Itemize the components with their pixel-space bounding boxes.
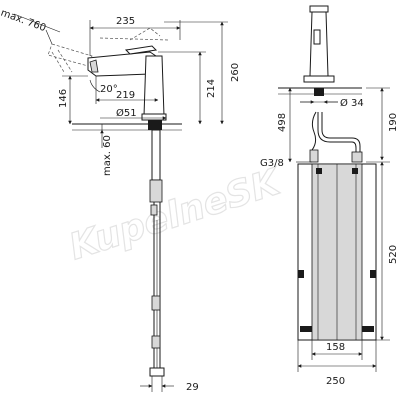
faucet-body (143, 55, 165, 117)
pulled-out-spout (47, 43, 93, 67)
faucet-side-view (47, 27, 182, 377)
watermark-text: KupelneSK (64, 161, 287, 268)
faucet-lever (124, 45, 158, 55)
dim-height-498: 498 (277, 113, 288, 132)
dim-right-base-diameter: Ø 34 (340, 97, 364, 109)
right-dimensions (284, 87, 390, 372)
dim-base-diameter: Ø51 (116, 107, 137, 119)
dim-height-total: 260 (230, 63, 241, 82)
left-dimensions (13, 13, 228, 392)
dim-max-reach: max. 760 (0, 8, 47, 34)
dim-height-190: 190 (388, 113, 399, 132)
dim-height-520: 520 (388, 245, 399, 264)
faucet-front-view (278, 5, 377, 341)
dim-height-low: 146 (58, 89, 69, 108)
dim-max-thickness: max. 60 (102, 135, 113, 176)
dim-width-158: 158 (326, 342, 345, 353)
dim-thread: G3/8 (260, 158, 284, 169)
dim-hose-width: 29 (186, 382, 199, 393)
dim-spout-length: 235 (116, 16, 135, 27)
dim-height-spout: 214 (206, 79, 217, 98)
dim-width-250: 250 (326, 376, 345, 387)
dim-reach: 219 (116, 90, 135, 101)
dim-angle: 20° (100, 84, 118, 95)
